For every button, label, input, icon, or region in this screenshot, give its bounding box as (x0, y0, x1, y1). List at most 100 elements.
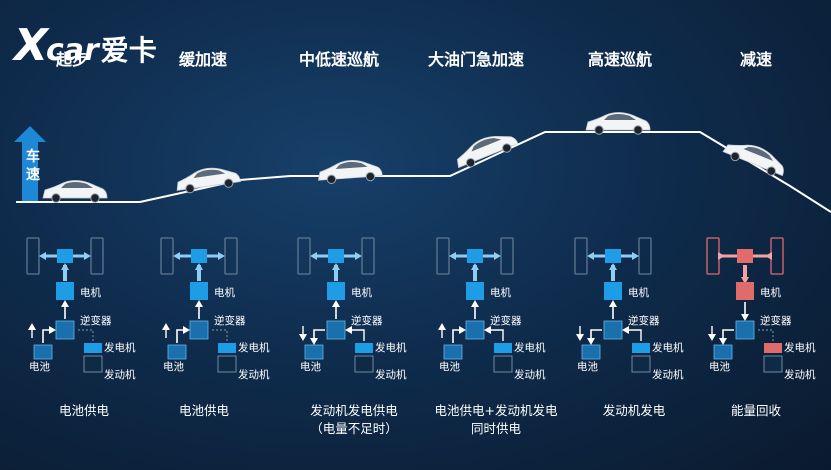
motor-inverter-arrow (741, 314, 749, 321)
generator-link (347, 329, 365, 341)
caption-start: 电池供电 (59, 402, 109, 420)
axle-arrow-left (39, 252, 46, 260)
inverter-label: 逆变器 (760, 314, 792, 327)
engine-box (217, 355, 237, 373)
motor-label: 电机 (628, 286, 649, 299)
aux-arrow (162, 323, 170, 330)
inverter-label: 逆变器 (351, 314, 383, 327)
car-wheel-rear (594, 125, 604, 135)
generator-box (355, 343, 373, 353)
car-window (61, 182, 93, 188)
car-wheel-rear (465, 157, 476, 168)
engine-box (493, 355, 513, 373)
battery-label: 电池 (709, 360, 730, 373)
motor-inverter-arrow (471, 300, 479, 307)
caption-slow-accel: 电池供电 (179, 402, 229, 420)
wheel-left (297, 237, 311, 275)
engine-label: 发动机 (784, 368, 816, 381)
battery-label: 电池 (163, 360, 184, 373)
car-window (193, 169, 226, 178)
car-wheel-rear (185, 183, 195, 194)
generator-box (218, 343, 236, 353)
inverter-label: 逆变器 (214, 314, 246, 327)
generator-label: 发电机 (652, 341, 684, 354)
motor-box (604, 282, 622, 300)
wheel-left (574, 237, 588, 275)
wheel-left (436, 237, 450, 275)
battery-box (581, 344, 601, 360)
generator-flow-arrow (345, 326, 352, 334)
car-wheel-front (90, 193, 100, 203)
generator-flow-arrow (484, 326, 491, 334)
caption-hard-accel: 电池供电+发动机发电同时供电 (435, 402, 558, 438)
car-window (471, 138, 502, 152)
engine-label: 发动机 (375, 368, 407, 381)
differential (191, 249, 207, 263)
caption-hard-accel-line2: 同时供电 (470, 421, 522, 436)
generator-label: 发电机 (375, 341, 407, 354)
wheel-right (361, 237, 375, 275)
axle-arrow-right (765, 252, 772, 260)
axle-arrow-left (173, 252, 180, 260)
car-6 (722, 144, 784, 177)
engine-box (354, 355, 374, 373)
car-wheel-front (633, 125, 643, 135)
motor-box (327, 282, 345, 300)
powertrain-3 (297, 237, 375, 373)
powertrain-4 (436, 237, 514, 373)
differential (467, 249, 483, 263)
battery-label: 电池 (29, 360, 50, 373)
car-4 (457, 136, 519, 169)
generator-label: 发电机 (514, 341, 546, 354)
caption-decel-line1: 能量回收 (730, 403, 782, 418)
battery-flow-arrow (49, 326, 56, 334)
differential (737, 249, 753, 263)
axle-arrow-right (355, 252, 362, 260)
differential (328, 249, 344, 263)
caption-slow-accel-line1: 电池供电 (178, 403, 230, 418)
speed-axis-arrow (14, 126, 46, 202)
wheel-right (90, 237, 104, 275)
generator-link (486, 329, 504, 341)
car-body (585, 112, 651, 131)
caption-high-cruise: 发动机发电 (603, 402, 666, 420)
motor-label: 电机 (351, 286, 372, 299)
wheel-right (224, 237, 238, 275)
wheel-left (706, 237, 720, 275)
powertrain-5 (574, 237, 652, 373)
motor-box (56, 282, 74, 300)
battery-label: 电池 (577, 360, 598, 373)
axle-arrow-right (84, 252, 91, 260)
car-1 (42, 180, 108, 203)
caption-low-cruise-line2: （电量不足时） (310, 421, 398, 436)
engine-label: 发动机 (104, 368, 136, 381)
car-3 (318, 160, 383, 185)
car-wheel-front (766, 166, 776, 176)
inverter-box (326, 320, 346, 340)
engine-label: 发动机 (652, 368, 684, 381)
aux-arrow (438, 323, 446, 330)
powertrain-2 (160, 237, 238, 373)
caption-low-cruise: 发动机发电供电（电量不足时） (310, 402, 398, 438)
inverter-label: 逆变器 (80, 314, 112, 327)
aux-arrow (299, 334, 307, 341)
axle-arrow-right (494, 252, 501, 260)
differential (57, 249, 73, 263)
phase-title-start: 起步 (55, 50, 89, 69)
logo-x: X (14, 20, 48, 71)
engine-label: 发动机 (238, 368, 270, 381)
axle-arrow-right (218, 252, 225, 260)
generator-box (764, 343, 782, 353)
inverter-label: 逆变器 (628, 314, 660, 327)
battery-flow-arrow (310, 338, 318, 345)
motor-box (466, 282, 484, 300)
motor-box (736, 282, 754, 300)
engine-box (631, 355, 651, 373)
caption-start-line1: 电池供电 (58, 403, 110, 418)
wheel-right (500, 237, 514, 275)
motor-label: 电机 (490, 286, 511, 299)
inverter-box (735, 320, 755, 340)
generator-box (494, 343, 512, 353)
